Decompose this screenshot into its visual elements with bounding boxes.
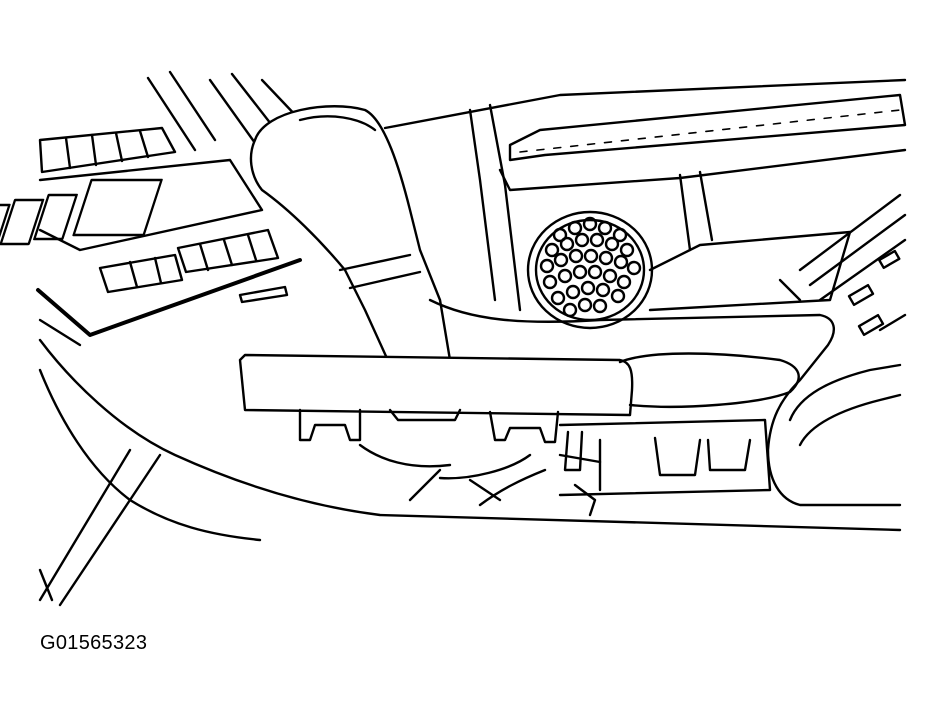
trim-bezel [238,352,800,444]
dash-trim [498,93,907,192]
figure-id: G01565323 [40,632,148,654]
switch-panel [0,126,302,347]
right-bezel [798,193,907,337]
armrest-pad [648,170,852,312]
speaker-grille [526,210,654,330]
gear-shift-lever [249,105,452,367]
upper-trim [146,70,907,312]
console-shell [38,298,902,607]
wiring-harness [358,418,772,517]
